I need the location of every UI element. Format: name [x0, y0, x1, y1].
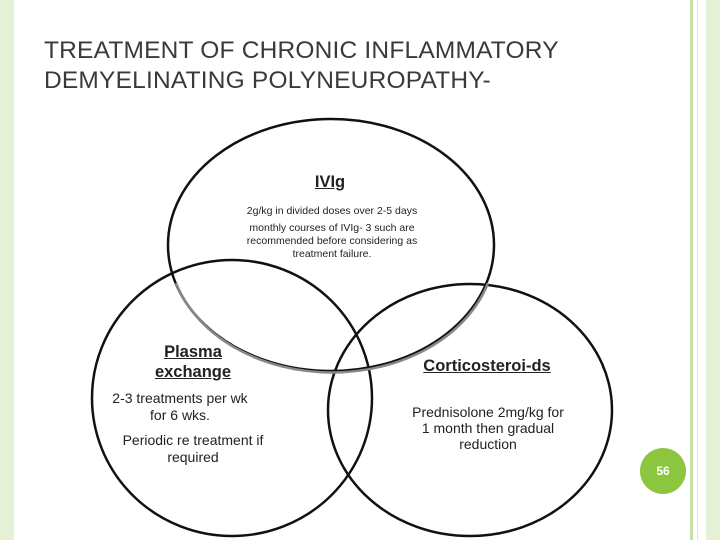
ivig-heading: IVIg: [314, 173, 346, 191]
ivig-circle: [166, 117, 496, 373]
plasma-exchange-heading: Plasma exchange: [154, 343, 232, 381]
slide-title: TREATMENT OF CHRONIC INFLAMMATORY DEMYEL…: [44, 37, 559, 94]
ivig-overlap-arc: [174, 282, 490, 374]
corticosteroids-heading: Corticosteroi-ds: [423, 357, 551, 375]
plasma-exchange-circle: [90, 258, 374, 538]
plasma-exchange-frequency: 2-3 treatments per wk for 6 wks.: [112, 390, 248, 423]
right-border-decoration: [706, 0, 720, 540]
left-border-decoration: [0, 0, 14, 540]
plasma-exchange-periodic: Periodic re treatment if required: [122, 432, 264, 465]
page-number-badge: 56: [640, 448, 686, 494]
right-border-line-thin: [697, 0, 698, 540]
ivig-dose-text: 2g/kg in divided doses over 2-5 days: [246, 205, 418, 217]
corticosteroids-regimen: Prednisolone 2mg/kg for 1 month then gra…: [412, 404, 564, 452]
right-border-line: [690, 0, 693, 540]
ivig-courses-text: monthly courses of IVIg- 3 such are reco…: [246, 222, 418, 260]
corticosteroids-circle: [326, 282, 614, 538]
